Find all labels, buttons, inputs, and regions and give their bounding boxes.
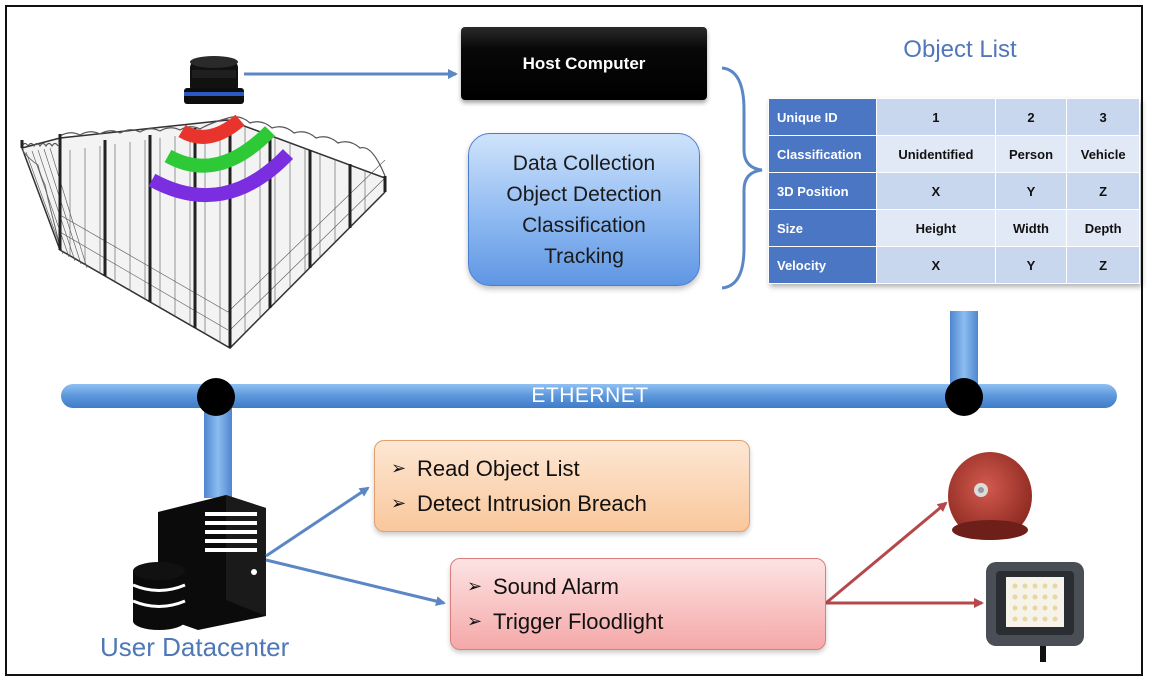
task-text: Read Object List	[417, 456, 580, 481]
datacenter-tasks-box: ➢ Read Object List ➢ Detect Intrusion Br…	[374, 440, 750, 532]
list-item: ➢ Sound Alarm	[467, 569, 825, 604]
processing-line: Classification	[522, 213, 646, 237]
processing-line: Data Collection	[512, 151, 656, 175]
row-header: Unique ID	[768, 98, 877, 136]
perimeter-fence-icon	[20, 116, 387, 349]
table-cell: Y	[994, 246, 1068, 284]
action-text: Trigger Floodlight	[493, 609, 664, 634]
processing-line: Object Detection	[506, 182, 662, 206]
processing-functions-box: Data Collection Object Detection Classif…	[468, 133, 700, 286]
arrow-datacenter-to-tasks	[265, 486, 370, 558]
processing-line: Tracking	[544, 244, 624, 268]
arrow-datacenter-to-actions	[265, 558, 446, 606]
row-header: Classification	[768, 135, 877, 173]
table-cell: Person	[994, 135, 1068, 173]
lidar-sensor-icon	[184, 56, 244, 104]
arrow-actions-to-alarm	[825, 501, 948, 605]
database-icon	[132, 562, 186, 630]
list-item: ➢ Read Object List	[391, 451, 749, 486]
ethernet-label: ETHERNET	[531, 384, 649, 407]
bullet-arrow-icon: ➢	[391, 458, 407, 478]
table-cell: 1	[876, 98, 996, 136]
row-header: Size	[768, 209, 877, 247]
list-item: ➢ Detect Intrusion Breach	[391, 486, 749, 521]
row-header: Velocity	[768, 246, 877, 284]
bullet-arrow-icon: ➢	[391, 493, 407, 513]
lidar-arc-green	[164, 126, 275, 173]
table-row: Unique ID 1 2 3	[768, 98, 1140, 136]
table-cell: Height	[876, 209, 996, 247]
action-text: Sound Alarm	[493, 574, 619, 599]
output-brace	[721, 66, 763, 290]
table-cell: Width	[994, 209, 1068, 247]
table-cell: Depth	[1066, 209, 1140, 247]
host-computer-label: Host Computer	[522, 53, 646, 73]
table-row: Size Height Width Depth	[768, 209, 1140, 247]
table-cell: 3	[1066, 98, 1140, 136]
table-cell: Y	[994, 172, 1068, 210]
table-cell: X	[876, 246, 996, 284]
row-header: 3D Position	[768, 172, 877, 210]
table-cell: Z	[1066, 246, 1140, 284]
floodlight-icon	[986, 562, 1084, 662]
lidar-arc-red	[178, 114, 245, 144]
table-cell: 2	[994, 98, 1068, 136]
alarm-bell-icon	[948, 452, 1032, 540]
table-cell: Unidentified	[876, 135, 996, 173]
task-text: Detect Intrusion Breach	[417, 491, 647, 516]
table-cell: Z	[1066, 172, 1140, 210]
diagram-border	[5, 5, 1143, 676]
host-computer-box: Host Computer	[461, 27, 707, 100]
object-list-title: Object List	[903, 36, 1017, 63]
datacenter-label: User Datacenter	[100, 632, 290, 662]
bullet-arrow-icon: ➢	[467, 611, 483, 631]
ethernet-node-datacenter	[197, 378, 235, 416]
lidar-arc-purple	[148, 149, 294, 203]
object-list-table: Unique ID 1 2 3 Classification Unidentif…	[768, 98, 1140, 284]
bullet-arrow-icon: ➢	[467, 576, 483, 596]
table-cell: Vehicle	[1066, 135, 1140, 173]
ethernet-node-objectlist	[945, 378, 983, 416]
table-row: Classification Unidentified Person Vehic…	[768, 135, 1140, 173]
table-cell: X	[876, 172, 996, 210]
lidar-signal-arcs	[148, 114, 294, 203]
table-row: 3D Position X Y Z	[768, 172, 1140, 210]
list-item: ➢ Trigger Floodlight	[467, 604, 825, 639]
response-actions-box: ➢ Sound Alarm ➢ Trigger Floodlight	[450, 558, 826, 650]
ethernet-bus	[61, 384, 1117, 408]
table-row: Velocity X Y Z	[768, 246, 1140, 284]
